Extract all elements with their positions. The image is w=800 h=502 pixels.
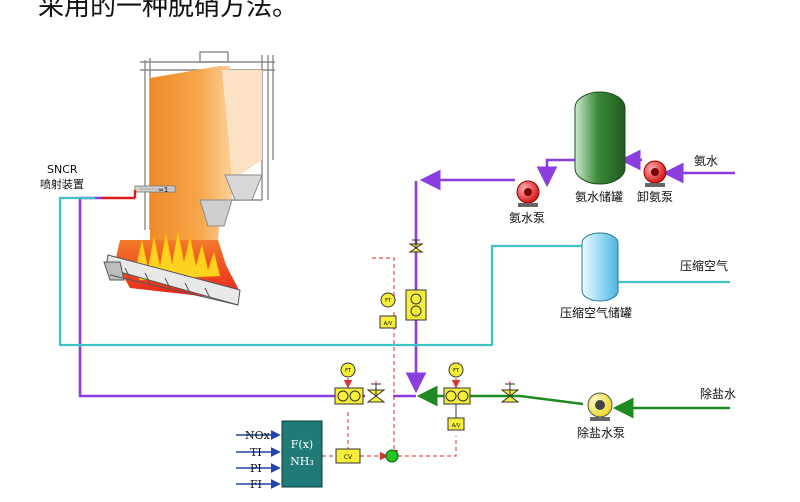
unload-pump-label: 卸氨泵 [637, 189, 673, 204]
flow-meter-lower-left [334, 387, 364, 405]
cv-tag: CV [344, 454, 353, 461]
ft-tag-1: FT [385, 298, 392, 304]
sncr-label-line2: 喷射装置 [40, 177, 84, 191]
nh3-label: NH₃ [290, 455, 314, 468]
signal-lines [343, 257, 511, 461]
cv-box: CV [335, 448, 361, 464]
fx-label: F(x) [291, 438, 313, 451]
flow-meter-lower-right [443, 387, 471, 405]
grate [103, 254, 241, 306]
air-line [58, 196, 730, 347]
ammonia-tank [574, 91, 626, 185]
ammonia-pump [516, 180, 540, 207]
unload-pump [643, 160, 667, 187]
flow-transmitter-1: FT [380, 292, 396, 308]
controller-inputs [236, 430, 281, 489]
furnace-flue [150, 66, 232, 240]
input-fi: FI [250, 478, 262, 491]
convection-pass [222, 70, 262, 175]
air-tank-label: 压缩空气储罐 [560, 305, 632, 320]
ft-tag-2: FT [345, 368, 352, 374]
sncr-injector: ≈1 [134, 185, 176, 194]
demin-water-label: 除盐水 [700, 386, 736, 401]
boiler: ≈1 [103, 51, 275, 306]
input-nox: NOx [245, 429, 271, 442]
demin-pump-label: 除盐水泵 [577, 425, 625, 440]
valve-actuator-1: A/V [379, 315, 397, 329]
demin-water-line [416, 385, 730, 419]
burner-label: ≈1 [158, 186, 168, 194]
flow-meter-ammonia [405, 289, 427, 321]
input-ti: TI [250, 446, 262, 459]
demin-pump [587, 392, 613, 421]
ammonia-tank-label: 氨水储罐 [575, 189, 623, 204]
control-valve-right [500, 383, 520, 403]
compressed-air-label: 压缩空气 [680, 258, 728, 273]
av-tag-2: A/V [452, 423, 461, 429]
control-valve-left [366, 383, 386, 403]
ammonia-water-label: 氨水 [694, 154, 718, 168]
fx-controller: F(x) NH₃ [281, 420, 323, 488]
ash-hoppers [199, 174, 263, 227]
av-tag-1: A/V [384, 321, 393, 327]
sncr-label-line1: SNCR [47, 163, 78, 176]
input-pi: PI [250, 462, 262, 475]
page-title: 采用的一种脱硝方法。 [38, 0, 299, 22]
ft-tag-3: FT [453, 368, 460, 374]
valve-top [408, 239, 424, 253]
ammonia-pump-label: 氨水泵 [509, 211, 545, 225]
summing-junction [385, 449, 399, 463]
air-tank [581, 232, 619, 302]
flow-transmitter-2: FT [340, 362, 356, 378]
flow-transmitter-3: FT [448, 362, 464, 378]
valve-actuator-2: A/V [447, 417, 465, 431]
